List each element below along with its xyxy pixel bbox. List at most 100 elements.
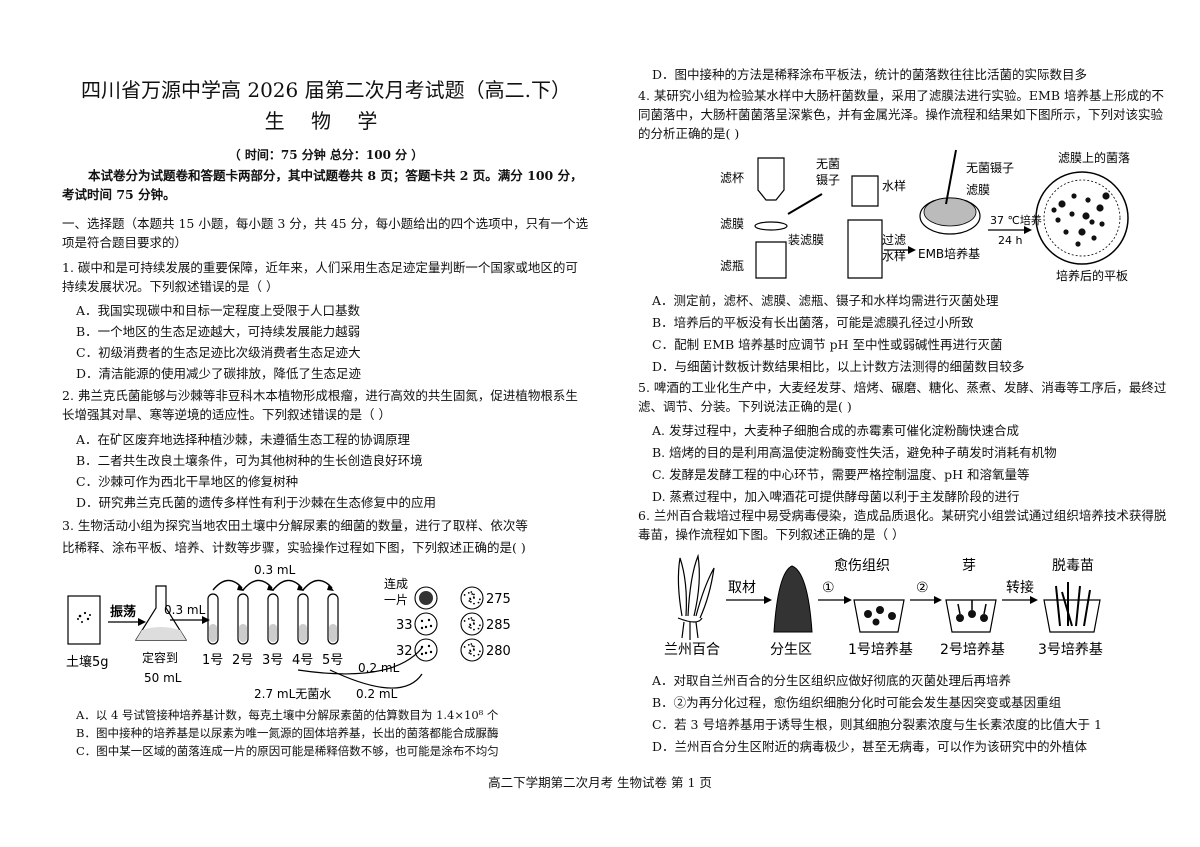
filter-cup-label: 滤杯 <box>720 171 744 185</box>
sterile-water-label: 2.7 mL无菌水 <box>254 687 331 701</box>
tube-label-1: 1号 <box>202 653 223 668</box>
plate-transfer-label-b: 0.2 mL <box>356 687 398 701</box>
q3-option-d: D．图中接种的方法是稀释涂布平板法，统计的菌落数往往比活菌的实际数目多 <box>652 67 1088 82</box>
colony-b-2-3 <box>429 650 433 654</box>
colony-b-2-2 <box>424 651 428 655</box>
q3-stem-line2: 比稀释、涂布平板、培养、计数等步骤，实验操作过程如下图，下列叙述正确的是( ) <box>62 540 526 555</box>
install-membrane-label: 装滤膜 <box>788 233 824 247</box>
emb-medium-label: EMB培养基 <box>918 246 980 261</box>
count-b-1: 33 <box>396 618 413 633</box>
step1-label: ① <box>822 580 835 596</box>
colony-b-1-1 <box>427 618 431 622</box>
q4-colony-7 <box>1099 221 1105 227</box>
colony-a-1-8 <box>472 622 475 625</box>
q1-option-a: A．我国实现碳中和目标一定程度上受限于人口基数 <box>76 303 361 318</box>
colony-a-2-3 <box>477 653 480 656</box>
q2-stem: 2. 弗兰克氏菌能够与沙棘等非豆科木本植物形成根瘤，进行高效的共生固氮，促进植物… <box>62 388 578 422</box>
q2-option-c: C．沙棘可作为西北干旱地区的修复树种 <box>76 474 299 489</box>
colony-a-0-8 <box>472 596 475 599</box>
test-tube-5 <box>327 593 339 645</box>
plate-transfer-label-a: 0.2 mL <box>358 661 400 675</box>
lily-plant-icon <box>677 553 715 640</box>
medium2-label: 2号培养基 <box>940 641 1005 658</box>
tube-arrowhead-2 <box>267 584 274 591</box>
tube-arrowhead-4 <box>327 584 334 591</box>
plate-b-1 <box>414 612 438 636</box>
culture-label: 37 ℃培养 <box>990 213 1042 227</box>
q4-colony-3 <box>1096 204 1104 212</box>
colony-a-0-9 <box>469 600 472 603</box>
colony-a-1-11 <box>478 624 481 627</box>
colony-a-2-10 <box>467 644 470 646</box>
sterile-tweezers-2 <box>945 149 957 205</box>
tube-liquid-4 <box>299 624 307 642</box>
colony-b-1-0 <box>420 619 424 623</box>
colony-a-1-6 <box>473 628 475 631</box>
q4-colony-10 <box>1091 235 1097 241</box>
tube-liquid-3 <box>269 624 277 642</box>
take-label: 取材 <box>728 580 756 596</box>
q4-colony-13 <box>1051 207 1057 213</box>
q4-colony-0 <box>1058 200 1066 208</box>
colony-a-2-7 <box>463 646 466 648</box>
q4-colony-5 <box>1069 211 1075 217</box>
q4-colony-14 <box>1089 219 1095 225</box>
section-heading: 一、选择题（本题共 15 小题，每小题 3 分，共 45 分，每小题给出的四个选… <box>62 216 589 250</box>
bud-clumps <box>956 600 988 622</box>
colony-a-0-12 <box>469 598 472 601</box>
q4-colonies <box>1051 192 1110 247</box>
water-bottle <box>847 219 883 279</box>
tube-transfer-arrows <box>212 579 334 591</box>
transfer-small-label: 0.3 mL <box>164 603 206 617</box>
hours-label: 24 h <box>998 234 1022 247</box>
bud-label: 芽 <box>962 558 976 574</box>
q1-option-c: C．初级消费者的生态足迹比次级消费者生态足迹大 <box>76 345 361 360</box>
soil-label: 土壤5g <box>66 654 109 670</box>
callus-label: 愈伤组织 <box>834 558 890 574</box>
q4-colony-11 <box>1075 241 1081 247</box>
medium3-flask <box>1043 599 1101 633</box>
colony-a-2-8 <box>472 648 475 651</box>
q6-option-a: A．对取自兰州百合的分生区组织应做好彻底的灭菌处理后再培养 <box>652 673 1012 688</box>
q2-option-b: B．二者共生改良土壤条件，可为其他树种的生长创造良好环境 <box>76 453 423 468</box>
q5-option-a: A. 发芽过程中，大麦种子细胞合成的赤霉素可催化淀粉酶快速合成 <box>652 423 1019 438</box>
test-tube-1 <box>207 593 219 645</box>
plate-transfer-arrow-a <box>297 647 423 675</box>
colony-a-2-13 <box>471 645 474 647</box>
colony-b-2-0 <box>420 645 424 649</box>
q4-option-b: B．培养后的平板没有长出菌落，可能是滤膜孔径过小所致 <box>652 315 974 330</box>
tube-label-2: 2号 <box>232 653 253 668</box>
result-plate <box>1035 171 1129 265</box>
colony-a-0-5 <box>473 593 475 596</box>
count-a-2: 280 <box>486 644 511 659</box>
tube-label-3: 3号 <box>262 653 283 668</box>
tube-label-5: 5号 <box>322 653 343 668</box>
plate-a-0 <box>460 586 484 610</box>
sterile-tweezers-label-2: 镊子 <box>816 173 840 187</box>
colony-b-1-4 <box>420 626 424 630</box>
q6-option-c: C．若 3 号培养基用于诱导生根，则其细胞分裂素浓度与生长素浓度的比值大于 1 <box>652 717 1102 732</box>
colony-a-1-3 <box>477 627 480 630</box>
page-footer: 高二下学期第二次月考 生物试卷 第 1 页 <box>488 775 712 790</box>
medium2-flask <box>945 599 997 633</box>
merged-colony <box>419 591 433 605</box>
water-sample-label: 水样 <box>882 178 906 193</box>
shake-label: 振荡 <box>110 604 136 620</box>
colony-b-2-1 <box>427 644 431 648</box>
colony-a-2-1 <box>468 652 471 654</box>
plate-a-2 <box>460 638 484 662</box>
step2-label: ② <box>916 580 929 596</box>
colony-a-0-10 <box>467 592 470 594</box>
membrane-label-2: 滤膜 <box>966 183 990 197</box>
tube-liquid-5 <box>329 624 337 642</box>
water-cup <box>851 175 879 207</box>
q3-option-c: C．图中某一区域的菌落连成一片的原因可能是稀释倍数不够，也可能是涂布不均匀 <box>76 744 499 758</box>
q3-option-b: B．图中接种的培养基是以尿素为唯一氮源的固体培养基，长出的菌落都能合成脲酶 <box>76 726 499 740</box>
tube-liquid-2 <box>239 624 247 642</box>
exam-title: 四川省万源中学高 2026 届第二次月考试题（高二.下） <box>81 78 571 102</box>
colony-a-2-6 <box>473 654 475 657</box>
q5-stem: 5. 啤酒的工业化生产中，大麦经发芽、焙烤、碾磨、糖化、蒸煮、发酵、消毒等工序后… <box>638 380 1167 414</box>
q4-filter-figure: 滤杯 滤膜 滤瓶 无菌 镊子 装滤膜 水样 过滤 水样 EMB培养基 无菌镊子 … <box>720 149 1130 283</box>
